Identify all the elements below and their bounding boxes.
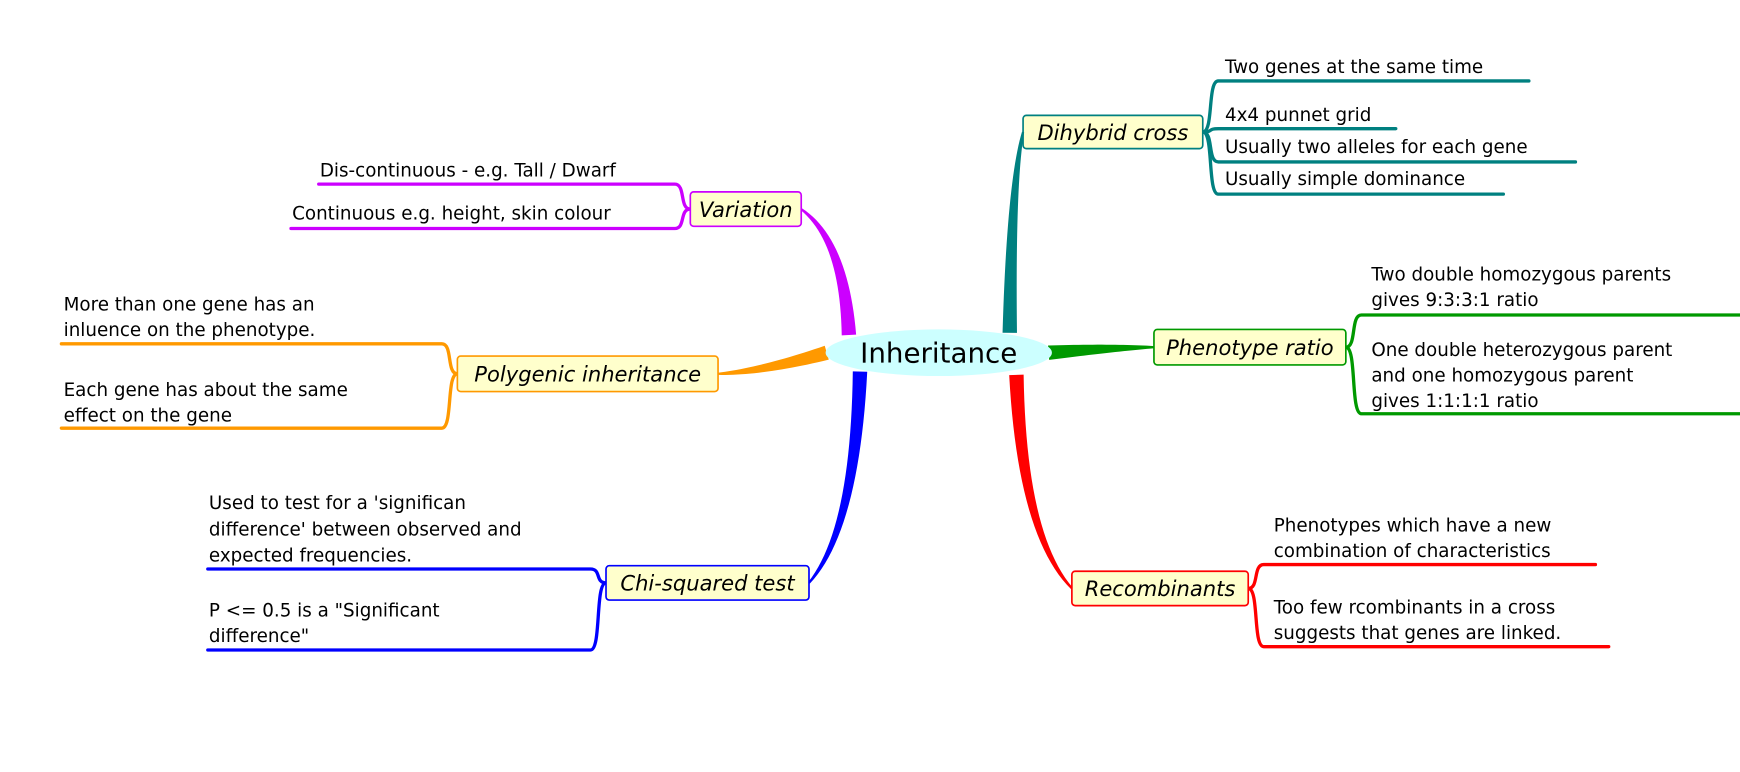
topic-label: Recombinants <box>1085 576 1236 601</box>
leaf-text: Usually two alleles for each gene <box>1225 137 1528 158</box>
leaf-node[interactable]: Two double homozygous parents gives 9:3:3… <box>1344 265 1740 349</box>
leaf-text: expected frequencies. <box>209 545 412 566</box>
topic-label: Variation <box>699 197 793 222</box>
leaf-connector <box>289 207 692 231</box>
topic-recombinants: Phenotypes which have a new combination o… <box>1071 515 1611 649</box>
leaf-text: combination of characteristics <box>1274 541 1551 562</box>
leaf-text: Too few rcombinants in a cross <box>1273 597 1556 618</box>
branch-polygenic <box>717 345 829 375</box>
leaf-node[interactable]: Continuous e.g. height, skin colour <box>289 204 692 231</box>
leaf-connector <box>1344 345 1740 416</box>
leaf-text: P <= 0.5 is a "Significant <box>209 601 440 622</box>
leaf-text: 4x4 punnet grid <box>1225 105 1371 126</box>
topic-label: Dihybrid cross <box>1037 120 1188 145</box>
leaf-text: gives 1:1:1:1 ratio <box>1371 391 1538 412</box>
leaf-node[interactable]: More than one gene has an inluence on the… <box>59 295 460 376</box>
leaf-connector <box>206 581 608 652</box>
leaf-text: Dis-continuous - e.g. Tall / Dwarf <box>320 160 617 181</box>
topic-polygenic: More than one gene has an inluence on the… <box>59 295 719 430</box>
central-ellipse <box>825 329 1052 377</box>
leaf-node[interactable]: Too few rcombinants in a cross suggests t… <box>1246 586 1611 649</box>
leaf-text: Phenotypes which have a new <box>1274 515 1552 536</box>
topic-node-dihybrid[interactable]: Dihybrid cross <box>1022 114 1204 150</box>
leaf-connector <box>206 567 608 585</box>
leaf-node[interactable]: Usually two alleles for each gene <box>1201 130 1578 164</box>
leaf-connector <box>1246 562 1598 591</box>
branch-recombinants <box>1009 374 1073 590</box>
leaf-node[interactable]: Each gene has about the same effect on th… <box>59 372 460 430</box>
leaf-text: difference" <box>209 626 309 647</box>
leaf-node[interactable]: 4x4 punnet grid <box>1201 105 1398 134</box>
leaf-text: One double heterozygous parent <box>1371 340 1672 361</box>
leaf-connector <box>1201 130 1506 196</box>
central-label: Inheritance <box>860 337 1017 370</box>
leaf-connector <box>1246 586 1611 649</box>
leaf-text: Usually simple dominance <box>1225 169 1465 190</box>
leaf-text: Continuous e.g. height, skin colour <box>292 204 611 225</box>
leaf-connector <box>59 372 460 430</box>
topic-label: Phenotype ratio <box>1166 335 1334 360</box>
topic-node-phenotype[interactable]: Phenotype ratio <box>1153 328 1347 366</box>
topic-node-recombinants[interactable]: Recombinants <box>1071 570 1250 607</box>
leaf-text: inluence on the phenotype. <box>64 320 316 341</box>
topic-dihybrid: Two genes at the same time 4x4 punnet gri… <box>1022 57 1578 196</box>
leaf-text: Each gene has about the same <box>64 380 348 401</box>
leaf-node[interactable]: Phenotypes which have a new combination o… <box>1246 515 1598 591</box>
branch-variation <box>800 208 857 336</box>
leaf-node[interactable]: One double heterozygous parent and one ho… <box>1344 340 1740 416</box>
leaf-text: effect on the gene <box>64 405 232 426</box>
branch-phenotype <box>1048 344 1154 360</box>
leaf-text: Two genes at the same time <box>1224 57 1483 78</box>
leaf-text: Used to test for a 'significan <box>209 493 466 514</box>
leaf-text: Two double homozygous parents <box>1370 265 1671 286</box>
topic-label: Chi-squared test <box>620 571 795 596</box>
leaf-connector <box>1344 313 1740 349</box>
leaf-text: More than one gene has an <box>64 295 315 316</box>
leaf-node[interactable]: Dis-continuous - e.g. Tall / Dwarf <box>317 160 692 211</box>
leaf-text: gives 9:3:3:1 ratio <box>1371 290 1538 311</box>
topic-box <box>1022 114 1204 150</box>
leaf-node[interactable]: Usually simple dominance <box>1201 130 1506 196</box>
topic-node-chi[interactable]: Chi-squared test <box>605 564 810 601</box>
leaf-text: difference' between observed and <box>209 520 522 541</box>
leaf-node[interactable]: Used to test for a 'significan difference… <box>206 493 608 585</box>
leaf-connector <box>1201 127 1398 134</box>
leaf-text: suggests that genes are linked. <box>1274 623 1562 644</box>
central-node[interactable]: Inheritance <box>825 329 1052 377</box>
topic-node-variation[interactable]: Variation <box>689 191 803 228</box>
topic-chi: Used to test for a 'significan difference… <box>206 493 810 652</box>
topic-phenotype: Two double homozygous parents gives 9:3:3… <box>1153 265 1740 416</box>
leaf-node[interactable]: P <= 0.5 is a "Significant difference" <box>206 581 608 652</box>
topic-node-polygenic[interactable]: Polygenic inheritance <box>456 355 719 393</box>
branch-chi <box>808 371 868 584</box>
topic-variation: Dis-continuous - e.g. Tall / DwarfContin… <box>289 160 803 231</box>
branch-dihybrid <box>1002 131 1025 333</box>
leaf-connector <box>59 342 460 376</box>
topic-label: Polygenic inheritance <box>474 362 701 387</box>
leaf-text: and one homozygous parent <box>1371 366 1633 387</box>
